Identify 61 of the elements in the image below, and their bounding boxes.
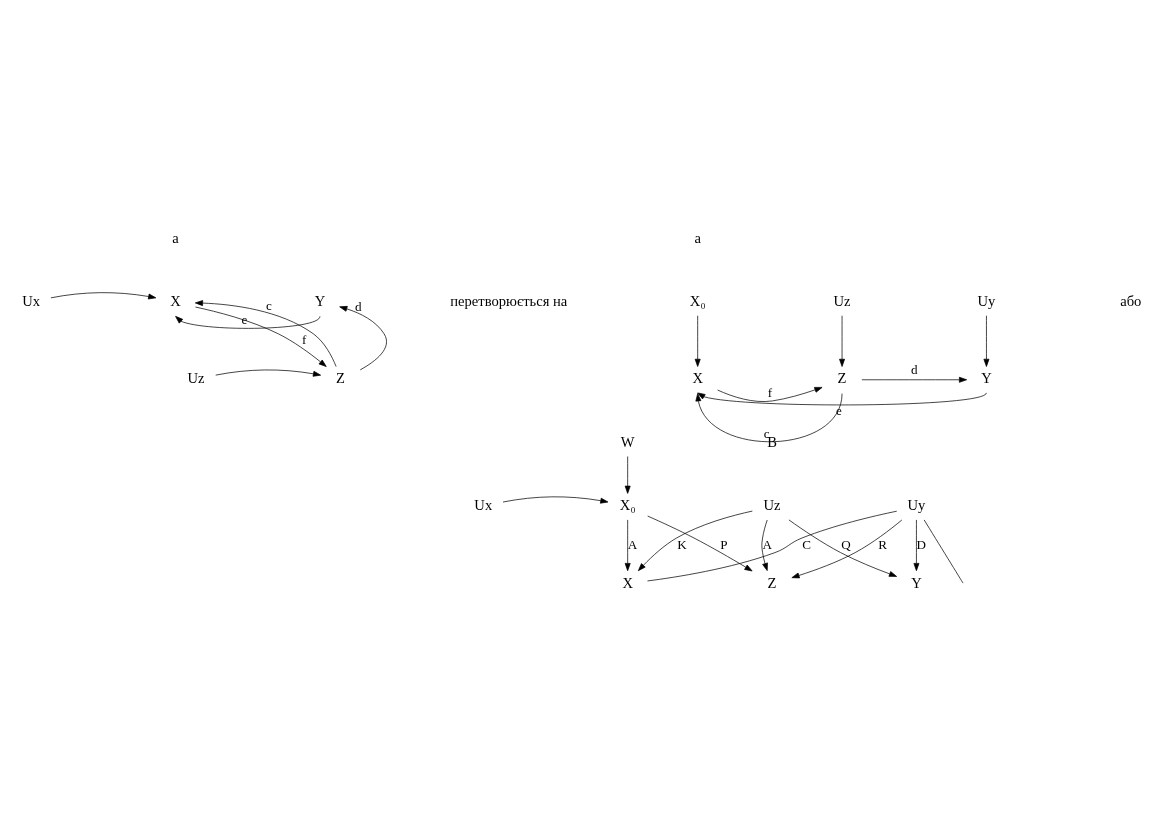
node-text: Ux: [22, 293, 41, 310]
edge-label: Q: [841, 536, 851, 552]
node-text: Y: [911, 574, 922, 591]
edge-label: P: [720, 536, 728, 552]
node-text: W: [620, 433, 635, 450]
arrow: [50, 292, 157, 300]
label: a: [694, 229, 701, 246]
edge-label: c: [763, 425, 770, 441]
arrow: [913, 519, 920, 572]
arrow: [983, 315, 990, 367]
arrow: [339, 306, 387, 371]
connector: [647, 510, 898, 582]
arrow: [647, 515, 753, 572]
node-text: Uz: [763, 497, 781, 514]
edge-label: A: [762, 536, 773, 552]
arrow: [624, 519, 631, 572]
node-text: Uz: [187, 370, 205, 387]
edge-label: R: [878, 536, 887, 552]
arrow: [717, 387, 823, 402]
arrow: [215, 369, 321, 377]
node-text: X: [170, 293, 181, 310]
node-text: Uz: [833, 293, 851, 310]
node-text: X: [692, 370, 703, 387]
edge-label: D: [916, 536, 926, 552]
node-text: X: [622, 574, 633, 591]
node-text: Y: [314, 293, 326, 310]
node-text: Y: [981, 370, 992, 387]
edge-label: c: [266, 298, 272, 314]
edge-label: f: [767, 384, 773, 400]
node-text: Ux: [474, 497, 493, 514]
edge-label: d: [910, 361, 918, 377]
edge-label: d: [354, 298, 362, 314]
arrow: [624, 456, 631, 494]
edge-label: e: [241, 312, 248, 328]
node-text: X₀: [619, 497, 636, 514]
arrow: [839, 315, 845, 367]
node-text: X₀: [689, 293, 706, 310]
label: або: [1120, 293, 1142, 310]
node-text: Z: [335, 370, 345, 387]
arrow: [637, 510, 753, 572]
arrow: [761, 519, 768, 571]
label: перетворюється на: [450, 293, 568, 310]
edge-label: e: [835, 403, 842, 419]
arrow: [861, 376, 968, 383]
edge-label: f: [302, 332, 307, 348]
arrow: [695, 393, 843, 443]
edge-label: A: [627, 536, 638, 552]
arrow: [194, 300, 337, 367]
label: a: [172, 229, 179, 246]
edge-label: C: [802, 536, 812, 552]
node-text: Z: [767, 574, 777, 591]
arrow: [502, 496, 609, 504]
node-text: Uy: [977, 293, 996, 310]
arrow: [697, 392, 987, 406]
node-text: Z: [837, 370, 847, 387]
arrow: [175, 315, 321, 329]
connector: [923, 519, 964, 584]
arrow: [195, 306, 327, 367]
node-text: Uy: [907, 497, 926, 514]
edge-label: K: [677, 536, 687, 552]
arrow: [694, 315, 701, 367]
